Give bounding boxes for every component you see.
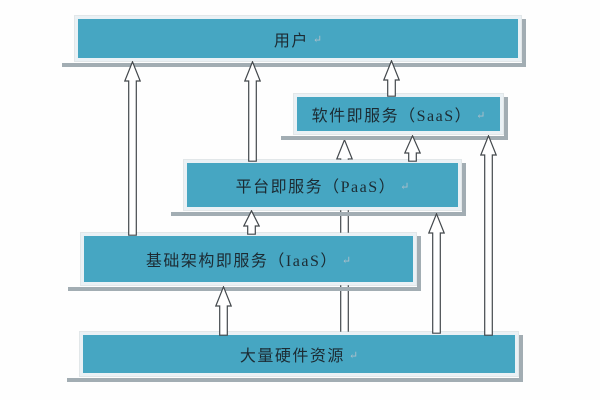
paragraph-mark-icon: ↵	[341, 254, 352, 267]
node-paas: 平台即服务（PaaS） ↵	[171, 160, 466, 216]
arrow-hardware-to-paas	[428, 213, 445, 334]
arrow-iaas-to-paas	[243, 210, 260, 235]
arrow-paas-to-users	[244, 61, 261, 162]
arrow-iaas-to-users	[124, 61, 141, 236]
node-paas-label: 平台即服务（PaaS）	[235, 179, 397, 196]
node-iaas: 基础架构即服务（IaaS） ↵	[68, 233, 421, 291]
paragraph-mark-icon: ↵	[348, 349, 359, 362]
arrow-saas-to-users	[383, 60, 400, 97]
paragraph-mark-icon: ↵	[312, 34, 323, 46]
arrow-paas-to-saas	[404, 135, 421, 162]
node-users: 用户 ↵	[62, 16, 526, 67]
paragraph-mark-icon: ↵	[400, 180, 410, 193]
node-saas: 软件即服务（SaaS） ↵	[281, 94, 508, 140]
node-saas-label: 软件即服务（SaaS）	[311, 108, 473, 125]
arrow-hardware-to-saas	[480, 135, 497, 336]
paragraph-mark-icon: ↵	[476, 109, 486, 122]
node-hardware-label: 大量硬件资源	[239, 348, 345, 365]
node-iaas-label: 基础架构即服务（IaaS）	[145, 253, 338, 270]
node-hardware: 大量硬件资源 ↵	[67, 332, 523, 382]
node-users-label: 用户	[273, 32, 309, 50]
arrow-hardware-to-iaas	[215, 286, 232, 336]
